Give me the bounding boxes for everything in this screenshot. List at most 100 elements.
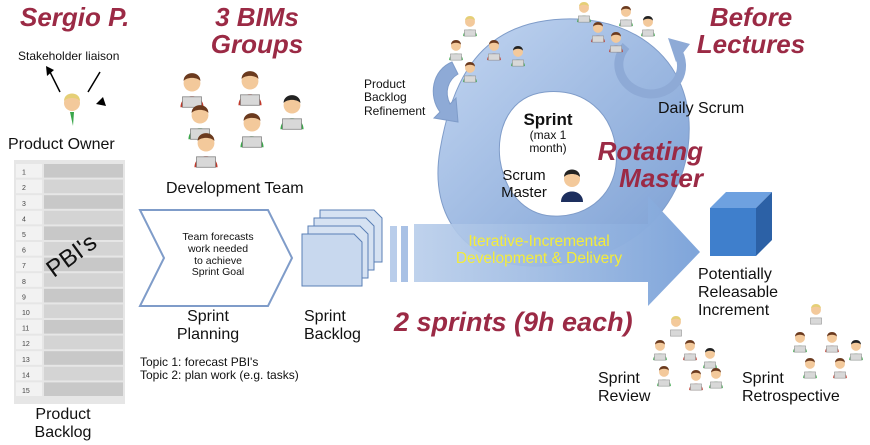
- sprint-planning-chevron: [138, 209, 294, 307]
- arrow-line-1: Iterative-Incremental: [468, 233, 610, 250]
- backlog-row-number: 2: [22, 185, 26, 192]
- sprint-review-line-2: Review: [598, 387, 651, 405]
- sprint-backlog-label: Sprint Backlog: [304, 308, 361, 344]
- backlog-row: 5: [16, 226, 123, 240]
- increment-label: Potentially Releasable Increment: [698, 266, 778, 320]
- forecast-text: Team forecasts work needed to achieve Sp…: [166, 231, 270, 279]
- backlog-row-number: 11: [22, 326, 29, 333]
- person-icon: [849, 339, 863, 361]
- sprint-backlog-line-1: Sprint: [304, 308, 346, 325]
- backlog-row: 3: [16, 195, 123, 209]
- annotation-rotating-line-2: Master: [619, 163, 703, 194]
- person-icon: [641, 15, 655, 37]
- increment-line-1: Potentially: [698, 266, 772, 283]
- iterative-arrow: [390, 196, 700, 306]
- increment-line-2: Releasable: [698, 283, 779, 301]
- person-icon: [591, 21, 605, 43]
- backlog-row-number: 4: [22, 216, 26, 223]
- person-icon: [511, 45, 525, 67]
- annotation-before-lectures: Before Lectures: [676, 2, 826, 60]
- backlog-row-number: 5: [22, 232, 26, 239]
- backlog-row: 2: [16, 179, 123, 194]
- backlog-row-number: 14: [22, 372, 30, 379]
- planning-topics: Topic 1: forecast PBI's Topic 2: plan wo…: [140, 355, 299, 383]
- person-icon: [709, 367, 723, 389]
- refinement-line-3: Refinement: [364, 103, 426, 118]
- backlog-row-number: 7: [22, 263, 26, 270]
- person-icon: [463, 15, 477, 37]
- product-owner-label: Product Owner: [8, 136, 115, 153]
- sprint-sub-1: (max 1: [529, 128, 567, 143]
- scrum-master-line-2: Master: [501, 183, 547, 201]
- person-icon: [657, 365, 671, 387]
- sprint-title: Sprint: [523, 110, 573, 129]
- sprint-center: Sprint (max 1 month): [516, 110, 580, 156]
- arrow-line-2: Development & Delivery: [455, 250, 623, 268]
- sprint-review-line-1: Sprint: [598, 370, 640, 387]
- sprint-retro-line-2: Retrospective: [742, 387, 840, 405]
- daily-scrum-loop: [614, 38, 690, 99]
- person-icon: [609, 31, 623, 53]
- refinement-line-2: Backlog: [364, 90, 407, 105]
- person-icon: [463, 61, 477, 83]
- person-icon: [240, 113, 264, 148]
- sprint-planning-line-1: Sprint: [187, 308, 229, 325]
- person-icon: [449, 39, 463, 61]
- backlog-row: 4: [16, 210, 123, 225]
- increment-line-3: Increment: [698, 301, 770, 319]
- annotation-sergio: Sergio P.: [20, 2, 130, 32]
- backlog-row: 11: [16, 320, 123, 334]
- person-icon: [577, 1, 591, 23]
- person-icon: [653, 339, 667, 361]
- sprint-backlog-line-2: Backlog: [304, 325, 361, 343]
- backlog-row: 12: [16, 335, 123, 350]
- sprint-retro-line-1: Sprint: [742, 370, 784, 387]
- backlog-row-number: 10: [22, 310, 30, 317]
- refinement-label: Product Backlog Refinement: [364, 77, 426, 118]
- increment-cube: [710, 192, 772, 256]
- person-icon: [188, 105, 212, 140]
- person-icon: [793, 331, 807, 353]
- annotation-bims-line-2: Groups: [210, 29, 304, 60]
- sprint-sub-2: month): [529, 141, 567, 156]
- person-icon: [619, 5, 633, 27]
- product-backlog-line-1: Product: [35, 406, 91, 423]
- annotation-before-line-2: Lectures: [696, 29, 806, 60]
- backlog-row: 8: [16, 273, 123, 287]
- refinement-arrow: [432, 61, 459, 123]
- scrum-master-label: Scrum Master: [494, 167, 554, 202]
- person-icon: [683, 339, 697, 361]
- sprint-retrospective-label: Sprint Retrospective: [742, 370, 840, 406]
- sprint-planning-label: Sprint Planning: [160, 308, 256, 344]
- annotation-bims-line-1: 3 BIMs: [215, 2, 299, 32]
- backlog-row-number: 9: [22, 294, 26, 301]
- backlog-row-number: 6: [22, 248, 26, 255]
- backlog-row: 10: [16, 304, 123, 318]
- product-backlog-line-2: Backlog: [34, 423, 92, 441]
- backlog-row-number: 8: [22, 279, 26, 286]
- forecast-line-4: Sprint Goal: [191, 266, 245, 279]
- backlog-row: 9: [16, 288, 123, 303]
- topic-1: Topic 1: forecast PBI's: [140, 355, 259, 369]
- person-icon: [689, 369, 703, 391]
- person-icon: [669, 315, 683, 337]
- person-icon: [825, 331, 839, 353]
- person-icon: [809, 303, 823, 325]
- person-icon: [833, 357, 847, 379]
- backlog-row-number: 12: [22, 341, 30, 348]
- person-icon: [238, 71, 262, 106]
- sprint-planning-line-2: Planning: [176, 325, 240, 343]
- backlog-row-number: 1: [22, 170, 26, 177]
- annotation-sprints: 2 sprints (9h each): [394, 307, 633, 337]
- product-backlog-label: Product Backlog: [8, 406, 118, 442]
- person-icon: [280, 95, 304, 130]
- backlog-row: 15: [16, 382, 123, 396]
- people-layer: [46, 1, 863, 391]
- annotation-before-line-1: Before: [709, 2, 793, 32]
- backlog-row: 7: [16, 257, 123, 272]
- backlog-row: 14: [16, 366, 123, 381]
- backlog-row: 1: [16, 164, 123, 178]
- stakeholder-label: Stakeholder liaison: [18, 49, 120, 63]
